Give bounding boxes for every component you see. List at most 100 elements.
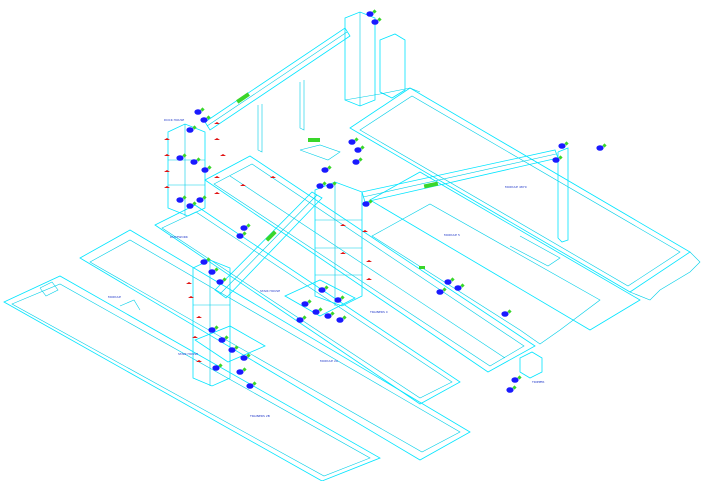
instrument-marker-icon [517,375,522,380]
pipe-marker [265,230,277,242]
valve-icon [558,143,566,149]
red-tag-icon [270,176,276,178]
instrument-marker-icon [342,315,347,320]
instrument-marker-icon [558,155,563,160]
red-tag-icon [214,138,220,140]
red-tag-icon [164,170,170,172]
red-tag-icon [220,154,226,156]
far-left-slab [3,275,381,481]
right-room-inner [371,203,601,345]
valve-icon [362,201,370,207]
instrument-marker-icon [252,381,257,386]
valve-icon [316,183,324,189]
label-pipe-text: DUCTWORK [170,235,189,239]
second-corridor-inner [161,211,453,399]
instrument-marker-icon [182,195,187,200]
instrument-marker-icon [460,283,465,288]
label-right-room: MODULE 5 [444,233,460,237]
valve-icon [371,19,379,25]
valve-icon [454,285,462,291]
pipe-marker [308,138,320,142]
valve-icon [201,167,209,173]
upper-right-slab-end [629,251,701,301]
conveyors [204,27,559,299]
instrument-marker-icon [192,125,197,130]
instrument-marker-icon [214,267,219,272]
valve-icon [296,317,304,323]
valve-icon [352,159,360,165]
red-tag-icon [362,230,368,232]
support-b [299,80,305,131]
left-long-slab-inner [89,239,461,453]
valve-icon [326,183,334,189]
valve-icon [190,159,198,165]
red-tag-icon [366,260,372,262]
valve-icon [246,383,254,389]
instrument-marker-icon [246,353,251,358]
instrument-marker-icon [354,137,359,142]
valve-icon [501,311,509,317]
label-right-building: MODULE 4870 [505,185,527,189]
instrument-marker-icon [564,141,569,146]
center-base-platform [284,279,356,317]
transfer-chute [299,144,341,161]
red-tag-icon [192,336,198,338]
instrument-marker-icon [234,345,239,350]
valve-icon [218,337,226,343]
conveyor-diagonal-mid [219,194,318,295]
right-room-notch [509,235,561,267]
instrument-marker-icon [202,195,207,200]
instrument-marker-icon [358,157,363,162]
valve-icon [200,259,208,265]
instrument-marker-icon [442,287,447,292]
red-tag-icon [188,296,194,298]
floor-outlines [3,87,701,481]
instrument-marker-icon [307,299,312,304]
valve-icon [240,225,248,231]
tripper-box [519,351,543,379]
red-tags [164,122,372,362]
valve-icon [301,301,309,307]
valve-icon [228,347,236,353]
instrument-marker-icon [368,199,373,204]
red-tag-icon [164,154,170,156]
valve-icon [354,147,362,153]
label-center-room: TRAINERS C [369,310,388,314]
valve-icon [196,197,204,203]
valve-icon [366,11,374,17]
label-lower-left-room: TRAINERS 2B [249,414,270,418]
valve-clusters [176,9,607,393]
instrument-marker-icon [206,115,211,120]
red-tag-icon [214,122,220,124]
instrument-marker-icon [200,107,205,112]
instrument-marker-icon [327,165,332,170]
instrument-marker-icon [322,181,327,186]
instrument-marker-icon [507,309,512,314]
far-left-notch-2 [119,299,141,311]
valve-icon [552,157,560,163]
valve-icon [236,233,244,239]
red-tag-icon [164,186,170,188]
red-tag-icon [340,224,346,226]
valve-icon [506,387,514,393]
conveyor-right-mid [362,153,557,198]
central-conveyor-line [229,175,506,359]
valve-icon [208,327,216,333]
instrument-marker-icon [340,295,345,300]
left-long-slab [79,229,471,461]
instrument-marker-icon [512,385,517,390]
valve-icon [318,287,326,293]
red-tag-icon [340,252,346,254]
label-center-lower: MODULE 2A [320,359,339,363]
label-left-slab: MODULE [108,295,121,299]
red-tag-icon [214,192,220,194]
red-tag-icon [186,282,192,284]
red-tag-icon [214,176,220,178]
instrument-marker-icon [246,223,251,228]
instrument-marker-icon [302,315,307,320]
instrument-marker-icon [450,277,455,282]
conveyor-top-mid [206,31,348,127]
second-corridor [154,204,461,405]
